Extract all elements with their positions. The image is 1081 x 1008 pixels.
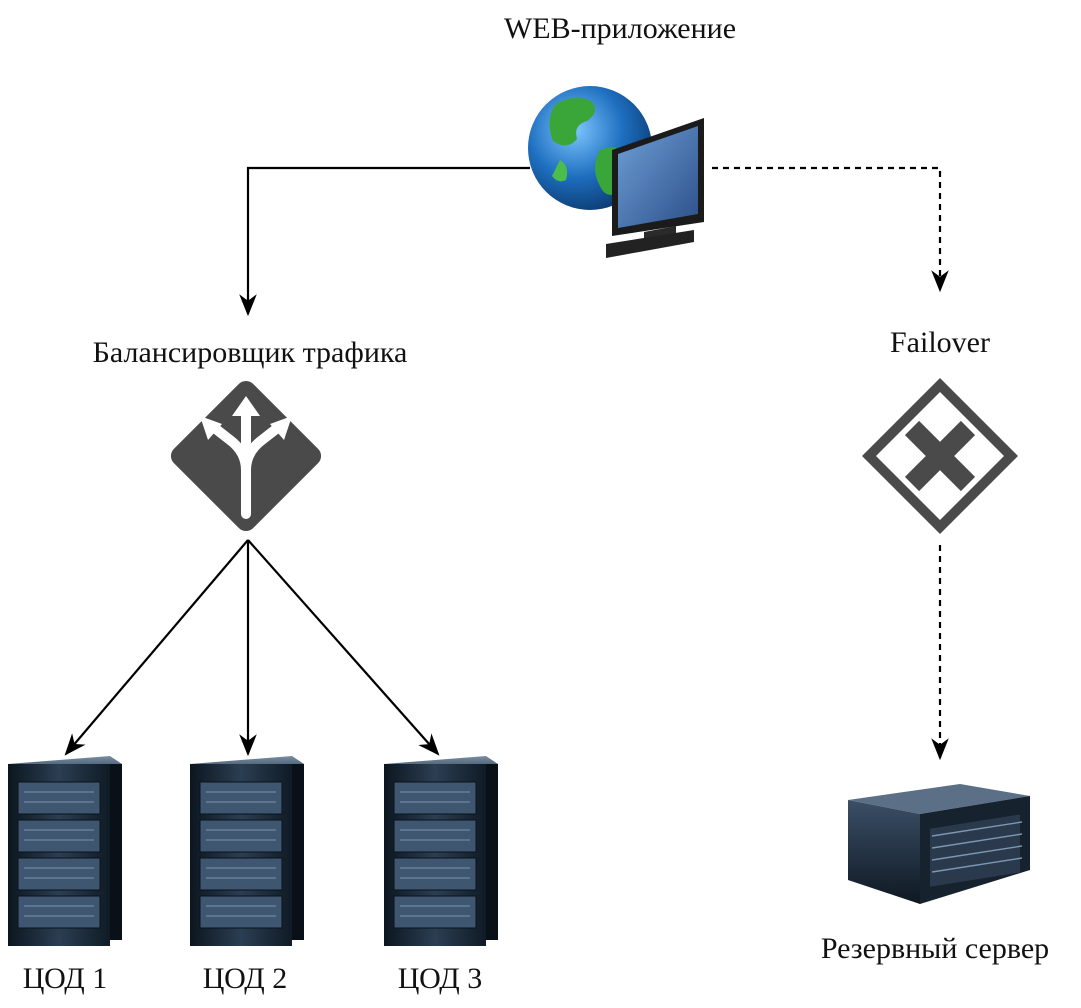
web-app-label: WEB-приложение <box>503 12 737 45</box>
datacenter-3-label: ЦОД 3 <box>397 962 483 995</box>
server-rack-icon <box>384 756 498 946</box>
edge-balancer-to-dc1 <box>64 539 249 756</box>
server-rack-icon <box>190 756 304 946</box>
backup-server-label: Резервный сервер <box>820 932 1050 965</box>
failover-x-icon <box>862 378 1018 534</box>
edge-balancer-to-dc3 <box>247 539 440 756</box>
server-rack-icon <box>8 756 122 946</box>
balancer-label: Балансировщик трафика <box>92 336 408 369</box>
failover-label: Failover <box>890 326 990 359</box>
datacenter-2-label: ЦОД 2 <box>202 962 288 995</box>
datacenter-1-label: ЦОД 1 <box>22 962 108 995</box>
traffic-split-icon <box>170 380 322 532</box>
edge-web-to-balancer <box>239 166 530 317</box>
server-box-icon <box>848 784 1030 904</box>
edge-web-to-failover <box>712 166 949 293</box>
globe-monitor-icon <box>528 86 704 258</box>
